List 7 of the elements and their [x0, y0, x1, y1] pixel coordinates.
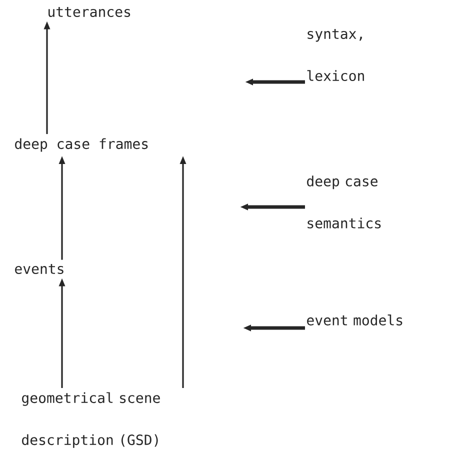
stage-label: deep case frames [15, 138, 148, 152]
knowledge-label: deep case semantics [307, 176, 381, 228]
stage-label: utterances [48, 6, 130, 18]
stage-label: events [15, 264, 64, 274]
knowledge-label: event models [307, 314, 402, 326]
knowledge-label: syntax, lexicon [307, 28, 364, 82]
stage-label: geometrical scene description (GSD) [22, 392, 160, 448]
